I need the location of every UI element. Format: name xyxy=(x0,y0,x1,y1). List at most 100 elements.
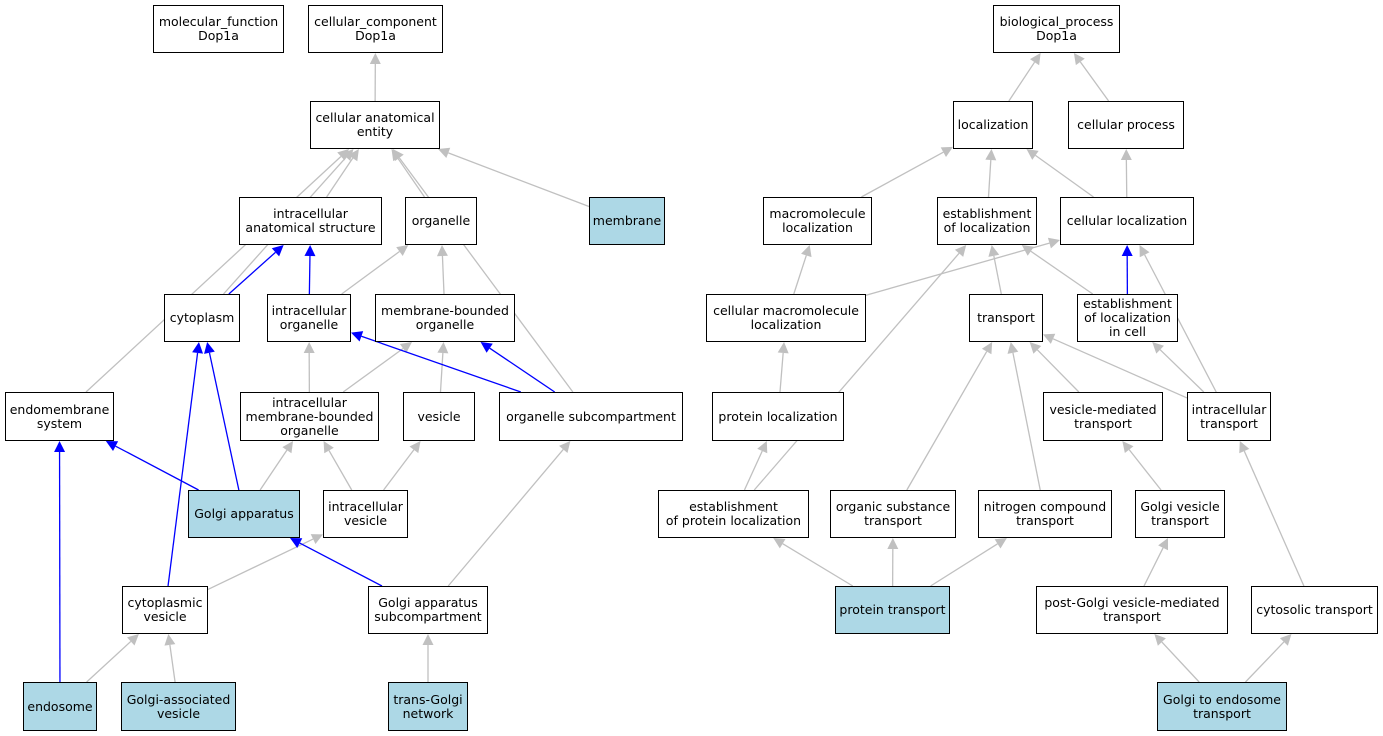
edge-organic_substance_transport-to-transport xyxy=(906,351,988,491)
node-vesicle[interactable]: vesicle xyxy=(403,392,475,441)
arrowhead-protein_transport-to-nitrogen_compound_transport xyxy=(994,538,1007,549)
node-biological-process[interactable]: biological_process Dop1a xyxy=(993,5,1120,53)
node-golgi-vesicle-transport[interactable]: Golgi vesicle transport xyxy=(1135,490,1225,538)
edge-nitrogen_compound_transport-to-transport xyxy=(1012,352,1041,491)
arrowhead-organelle_subcompartment-to-intracellular_organelle xyxy=(351,331,364,342)
arrowhead-organelle_subcompartment-to-cellular_anatomical_entity xyxy=(392,149,404,162)
node-trans-golgi-network[interactable]: trans-Golgi network xyxy=(388,682,468,731)
node-post-golgi-vesicle-mediated-transport[interactable]: post-Golgi vesicle-mediated transport xyxy=(1036,586,1228,634)
node-localization[interactable]: localization xyxy=(953,101,1033,149)
node-endosome[interactable]: endosome xyxy=(23,682,97,731)
arrowhead-post_golgi_vesicle_mediated_transport-to-golgi_vesicle_transport xyxy=(1158,538,1168,551)
node-vesicle-mediated-transport[interactable]: vesicle-mediated transport xyxy=(1043,392,1163,441)
node-protein-transport[interactable]: protein transport xyxy=(835,586,950,634)
node-organic-substance-transport[interactable]: organic substance transport xyxy=(830,490,956,538)
edge-golgi_to_endosome_transport-to-post_golgi_vesicle_mediated_transport xyxy=(1161,641,1200,683)
node-cellular-process[interactable]: cellular process xyxy=(1068,101,1184,149)
arrowhead-establishment_of_localization-to-localization xyxy=(985,149,997,161)
node-cellular-component[interactable]: cellular_component Dop1a xyxy=(308,5,443,53)
edge-transport-to-establishment_of_localization xyxy=(993,255,1002,295)
node-intracellular-vesicle[interactable]: intracellular vesicle xyxy=(323,490,408,538)
arrowhead-intracellular_organelle-to-intracellular_anatomical_structure xyxy=(304,245,316,257)
edge-membrane-to-cellular_anatomical_entity xyxy=(448,152,590,208)
arrowhead-intracellular_anatomical_structure-to-cellular_anatomical_entity xyxy=(348,149,359,162)
arrowhead-localization-to-biological_process xyxy=(1029,53,1041,66)
node-golgi-apparatus[interactable]: Golgi apparatus xyxy=(188,490,300,538)
arrowhead-cytosolic_transport-to-intracellular_transport xyxy=(1239,441,1250,454)
node-cytoplasmic-vesicle[interactable]: cytoplasmic vesicle xyxy=(122,586,208,634)
edge-establishment_of_localization_in_cell-to-establishment_of_localization xyxy=(1030,250,1094,295)
node-endomembrane-system[interactable]: endomembrane system xyxy=(5,392,114,441)
node-protein-localization[interactable]: protein localization xyxy=(712,392,844,441)
node-intracellular-membrane-bounded-organelle[interactable]: intracellular membrane-bounded organelle xyxy=(240,392,379,441)
edge-intracellular_vesicle-to-vesicle xyxy=(383,449,415,491)
node-establishment-of-protein-localization[interactable]: establishment of protein localization xyxy=(658,490,809,538)
edge-golgi_apparatus_subcompartment-to-golgi_apparatus xyxy=(299,542,383,587)
node-membrane[interactable]: membrane xyxy=(589,197,665,245)
edge-post_golgi_vesicle_mediated_transport-to-golgi_vesicle_transport xyxy=(1143,547,1164,587)
edge-golgi_apparatus-to-endomembrane_system xyxy=(115,445,199,491)
arrowhead-cytoplasm-to-cellular_anatomical_entity xyxy=(342,149,354,161)
arrowhead-intracellular_transport-to-transport xyxy=(1043,333,1056,344)
edge-intracellular_transport-to-cellular_localization xyxy=(1144,254,1217,393)
edge-macromolecule_localization-to-localization xyxy=(861,151,944,198)
arrowhead-cellular_macromolecule_localization-to-macromolecule_localization xyxy=(801,245,812,258)
arrowhead-intracellular_vesicle-to-vesicle xyxy=(409,441,421,454)
arrowhead-cellular_process-to-biological_process xyxy=(1073,53,1085,66)
edge-organelle_subcompartment-to-cellular_anatomical_entity xyxy=(398,157,574,393)
edge-establishment_of_localization-to-localization xyxy=(987,159,992,198)
arrowhead-golgi_associated_vesicle-to-cytoplasmic_vesicle xyxy=(164,634,176,646)
node-golgi-associated-vesicle[interactable]: Golgi-associated vesicle xyxy=(121,682,236,731)
edge-cellular_macromolecule_localization-to-cellular_localization xyxy=(865,242,1050,296)
node-cellular-macromolecule-localization[interactable]: cellular macromolecule localization xyxy=(706,294,866,342)
node-intracellular-organelle[interactable]: intracellular organelle xyxy=(267,294,351,342)
node-cellular-localization[interactable]: cellular localization xyxy=(1060,197,1194,245)
arrowhead-organic_substance_transport-to-transport xyxy=(981,342,993,355)
arrowhead-intracellular_transport-to-establishment_of_localization_in_cell xyxy=(1152,342,1164,354)
arrowhead-endosome-to-cytoplasmic_vesicle xyxy=(127,634,139,646)
node-establishment-of-localization[interactable]: establishment of localization xyxy=(937,197,1037,245)
arrowhead-nitrogen_compound_transport-to-transport xyxy=(1007,342,1019,354)
arrowhead-macromolecule_localization-to-localization xyxy=(940,146,953,157)
edge-intracellular_vesicle-to-intracellular_membrane_bounded_organelle xyxy=(328,450,353,491)
node-intracellular-anatomical-structure[interactable]: intracellular anatomical structure xyxy=(239,197,382,245)
edge-intracellular_transport-to-transport xyxy=(1052,338,1188,399)
node-organelle-subcompartment[interactable]: organelle subcompartment xyxy=(499,392,683,441)
node-molecular-function[interactable]: molecular_function Dop1a xyxy=(153,5,284,53)
edge-membrane_bounded_organelle-to-organelle xyxy=(441,255,445,295)
edge-endosome-to-cytoplasmic_vesicle xyxy=(86,640,132,683)
node-organelle[interactable]: organelle xyxy=(405,197,477,245)
arrowhead-establishment_of_localization_in_cell-to-cellular_localization xyxy=(1121,245,1133,257)
edge-protein_localization-to-cellular_macromolecule_localization xyxy=(779,352,784,393)
edge-intracellular_anatomical_structure-to-cellular_anatomical_entity xyxy=(326,157,354,198)
arrowhead-cytoplasm-to-intracellular_anatomical_structure xyxy=(271,245,284,257)
arrowhead-transport-to-establishment_of_localization xyxy=(988,245,1000,257)
arrowhead-golgi_to_endosome_transport-to-post_golgi_vesicle_mediated_transport xyxy=(1154,634,1166,646)
node-cellular-anatomical-entity[interactable]: cellular anatomical entity xyxy=(310,101,440,149)
node-golgi-apparatus-subcompartment[interactable]: Golgi apparatus subcompartment xyxy=(368,586,488,634)
node-cytosolic-transport[interactable]: cytosolic transport xyxy=(1251,586,1378,634)
edge-protein_transport-to-establishment_of_protein_localization xyxy=(782,543,854,587)
node-membrane-bounded-organelle[interactable]: membrane-bounded organelle xyxy=(375,294,515,342)
edge-intracellular_organelle-to-organelle xyxy=(341,250,400,295)
edge-golgi_apparatus_subcompartment-to-organelle_subcompartment xyxy=(447,448,564,587)
node-golgi-to-endosome-transport[interactable]: Golgi to endosome transport xyxy=(1157,682,1287,731)
arrowhead-golgi_vesicle_transport-to-vesicle_mediated_transport xyxy=(1122,441,1134,454)
arrowhead-cellular_localization-to-localization xyxy=(1026,149,1039,160)
edge-vesicle_mediated_transport-to-transport xyxy=(1036,349,1080,393)
arrowhead-cellular_localization-to-cellular_process xyxy=(1120,149,1132,161)
node-nitrogen-compound-transport[interactable]: nitrogen compound transport xyxy=(978,490,1112,538)
node-transport[interactable]: transport xyxy=(969,294,1043,342)
arrowhead-membrane_bounded_organelle-to-organelle xyxy=(436,245,448,257)
node-intracellular-transport[interactable]: intracellular transport xyxy=(1187,392,1271,441)
node-establishment-of-localization-in-cell[interactable]: establishment of localization in cell xyxy=(1077,294,1178,342)
arrowhead-cytoplasmic_vesicle-to-cytoplasm xyxy=(192,342,204,354)
edge-vesicle-to-membrane_bounded_organelle xyxy=(439,352,444,393)
arrowhead-golgi_apparatus_subcompartment-to-golgi_apparatus xyxy=(290,538,303,548)
edge-organelle-to-cellular_anatomical_entity xyxy=(397,157,426,198)
arrowhead-golgi_apparatus-to-cytoplasm xyxy=(204,342,215,354)
node-macromolecule-localization[interactable]: macromolecule localization xyxy=(763,197,872,245)
node-cytoplasm[interactable]: cytoplasm xyxy=(164,294,240,342)
